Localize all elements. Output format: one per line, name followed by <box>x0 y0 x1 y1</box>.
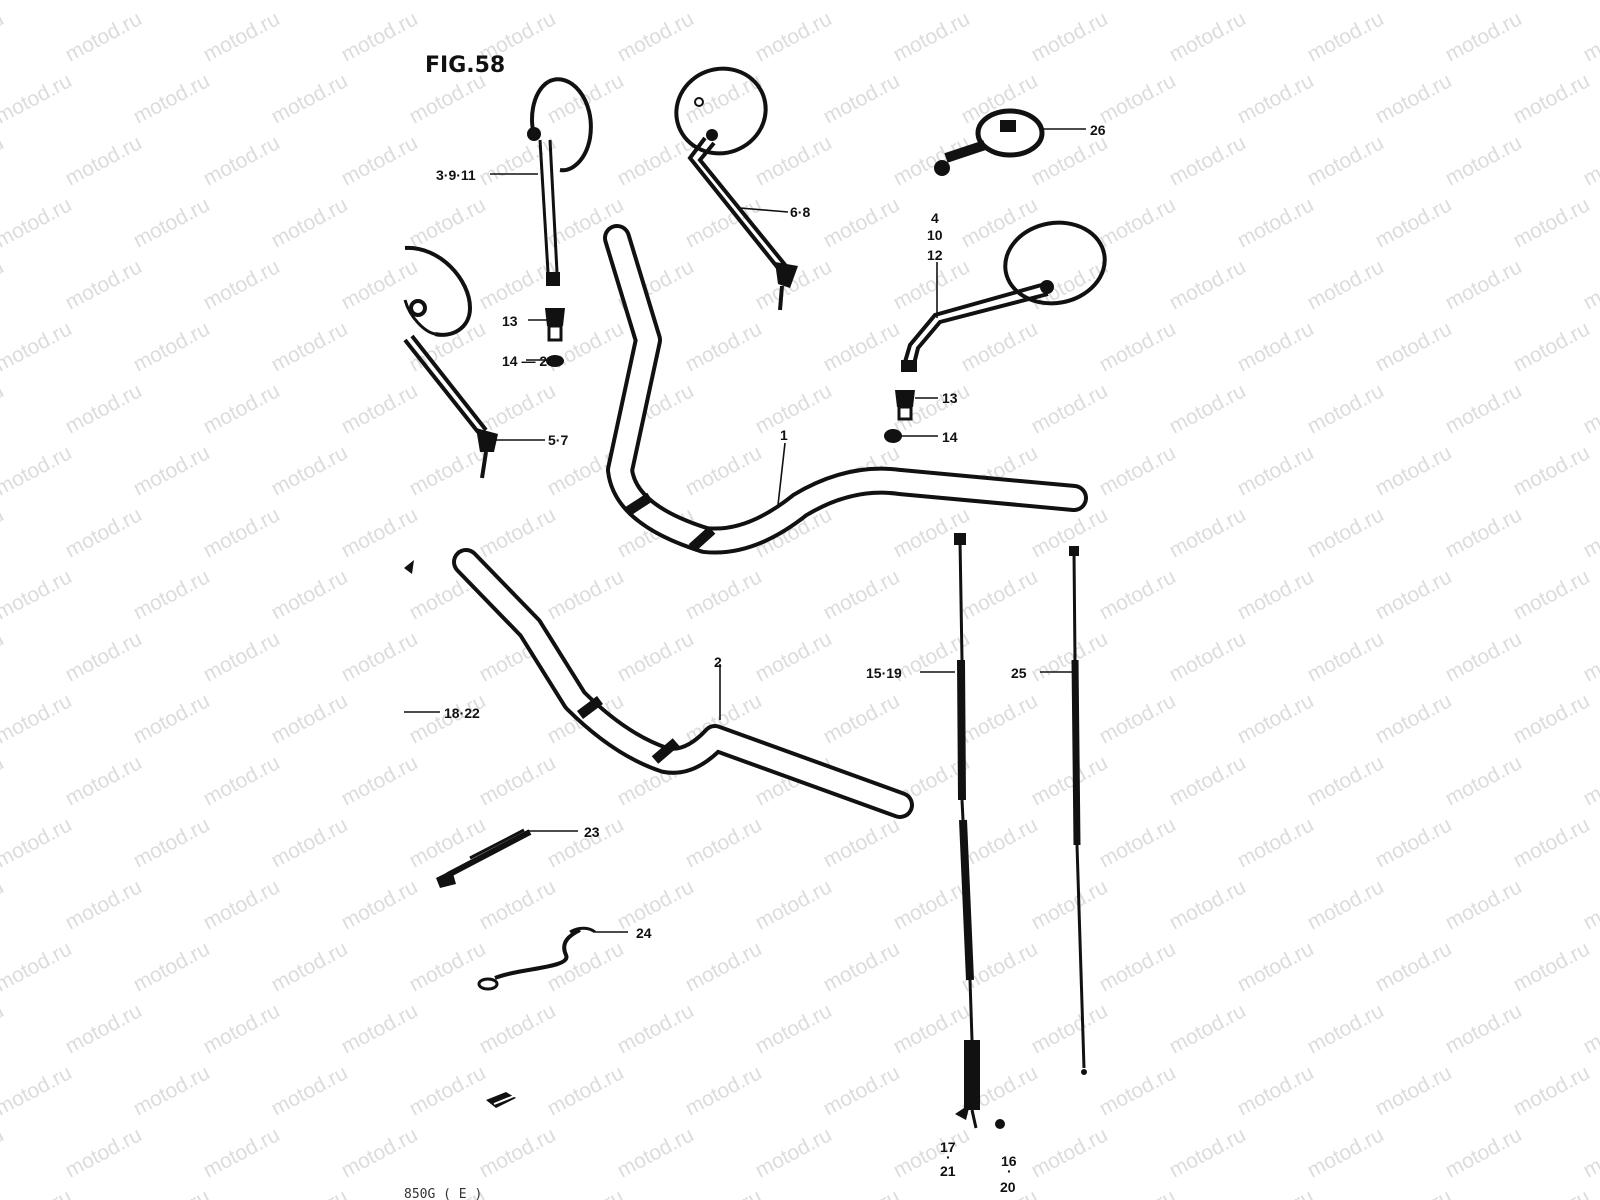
callout-26: 26 <box>1090 122 1106 138</box>
mirror-stem-nut <box>546 272 560 286</box>
callout-dot-left: · <box>946 1149 951 1165</box>
clip-17-21 <box>955 1104 970 1120</box>
mirror-center-upper <box>674 66 798 311</box>
callout-12: 12 <box>927 247 943 263</box>
part-24 <box>477 926 596 991</box>
callout-1: 1 <box>780 427 788 443</box>
callout-25: 25 <box>1011 665 1027 681</box>
callout-15-19: 15·19 <box>866 665 902 681</box>
callout-13-left: 13 <box>502 313 518 329</box>
adapter-13-right <box>895 390 915 421</box>
callout-2: 2 <box>714 654 722 670</box>
mirror-pivot <box>527 127 541 141</box>
callout-6-8: 6·8 <box>790 204 810 220</box>
cable-15-19 <box>954 533 980 1129</box>
throttle-housing-26 <box>934 108 1045 176</box>
callout-4: 4 <box>931 210 939 226</box>
leader-lines <box>404 128 1086 933</box>
nut-14-29 <box>546 355 564 367</box>
callout-5-7: 5·7 <box>548 432 568 448</box>
callout-3-9-11: 3·9·11 <box>436 167 476 183</box>
callout-24: 24 <box>636 925 652 941</box>
footer-code: 850G ( E ) <box>404 1187 482 1200</box>
mirror-right <box>901 220 1107 372</box>
adapter-13-left <box>545 308 565 342</box>
callout-16: 16 <box>1001 1153 1017 1169</box>
callout-18-22: 18·22 <box>444 705 480 721</box>
callout-14: 14 <box>942 429 958 445</box>
callout-labels: 3·9·11 6·8 26 4 10 12 13 14 — 29 13 14 5… <box>436 122 1106 1195</box>
cable-25 <box>1069 546 1087 1075</box>
callout-dot-right: · <box>1007 1163 1012 1179</box>
mirror-left-lower <box>403 245 498 479</box>
callout-10: 10 <box>927 227 943 243</box>
handlebar-2 <box>452 548 914 819</box>
handlebar-1 <box>603 224 1088 555</box>
callout-23: 23 <box>584 824 600 840</box>
mirror-left-upper <box>527 77 593 286</box>
fragment-18-22 <box>404 560 414 574</box>
cap-16-20 <box>995 1119 1005 1129</box>
callout-13-right: 13 <box>942 390 958 406</box>
callout-17: 17 <box>940 1139 956 1155</box>
callout-14-29: 14 — 29 <box>502 353 555 369</box>
part-23 <box>436 828 532 888</box>
callout-20: 20 <box>1000 1179 1016 1195</box>
figure-title: FIG.58 <box>425 53 505 78</box>
callout-21: 21 <box>940 1163 956 1179</box>
logo-mark <box>486 1092 516 1108</box>
nut-14-right <box>884 429 902 443</box>
